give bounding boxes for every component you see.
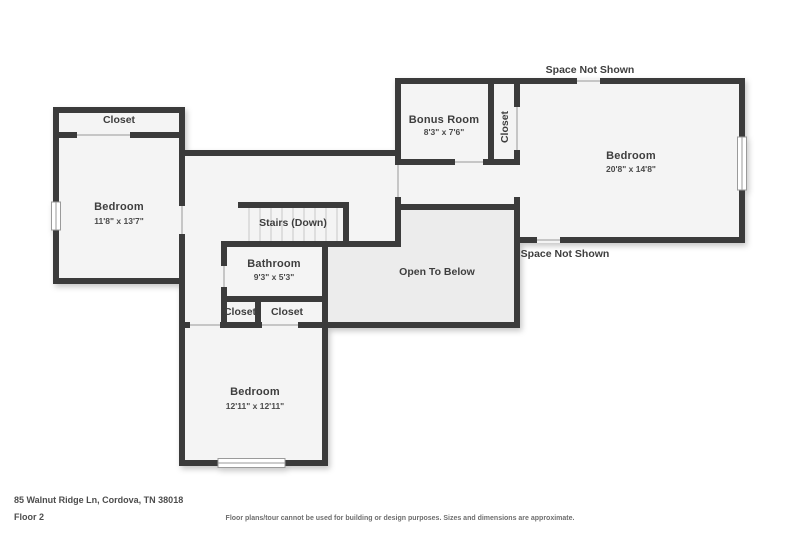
closet-vertical-label: Closet <box>499 110 511 144</box>
bedroom-right-dims: 20'8" x 14'8" <box>606 164 656 174</box>
open-to-below-area <box>328 210 514 322</box>
footer-floor-label: Floor 2 <box>14 512 45 522</box>
space-not-shown-top-label: Space Not Shown <box>545 64 635 76</box>
space-not-shown-right-label: Space Not Shown <box>520 248 610 260</box>
bedroom-bottom-dims: 12'11" x 12'11" <box>225 401 285 411</box>
footer-disclaimer: Floor plans/tour cannot be used for buil… <box>225 515 575 522</box>
bonus-room-label: Bonus Room <box>408 114 480 126</box>
closet-small-right-label: Closet <box>270 306 304 318</box>
closet-small-left-label: Closet <box>223 306 257 318</box>
bonus-room-dims: 8'3" x 7'6" <box>423 127 465 137</box>
bedroom-bottom-label: Bedroom <box>230 386 280 398</box>
bathroom-dims: 9'3" x 5'3" <box>253 272 295 282</box>
bathroom-label: Bathroom <box>247 258 301 270</box>
stair-treads <box>248 208 338 241</box>
walls <box>53 78 745 466</box>
footer-address: 85 Walnut Ridge Ln, Cordova, TN 38018 <box>14 495 184 505</box>
stairs-label: Stairs (Down) <box>259 217 327 229</box>
floor-plan-group <box>51 78 747 468</box>
windows <box>51 136 747 468</box>
bedroom-left-dims: 11'8" x 13'7" <box>94 216 144 226</box>
bedroom-right-label: Bedroom <box>606 150 656 162</box>
bedroom-left-label: Bedroom <box>94 201 144 213</box>
open-to-below-label: Open To Below <box>399 266 475 278</box>
door-markers <box>77 80 600 326</box>
closet-top-left-label: Closet <box>102 114 136 126</box>
